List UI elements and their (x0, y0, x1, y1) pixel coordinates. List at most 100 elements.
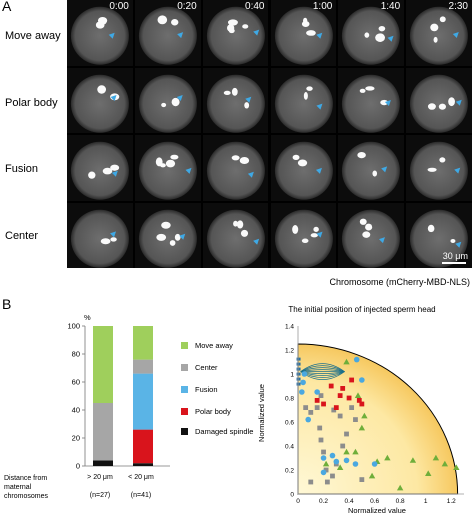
x-tick-label: 0.6 (370, 498, 379, 505)
scatter-title: The initial position of injected sperm h… (288, 305, 436, 314)
scatter-background (296, 343, 459, 495)
arrowhead-icon (252, 29, 259, 36)
scatter-point (340, 386, 346, 391)
scatter-point (361, 412, 368, 419)
micrograph (406, 67, 472, 133)
micrograph-cell (338, 67, 405, 133)
panel-letter-b: B (2, 296, 12, 312)
scatter-point (299, 389, 305, 395)
micrograph (338, 0, 405, 66)
category-label: > 20 μm (87, 474, 113, 481)
x-title-line: Distance from (4, 475, 48, 482)
micrograph-cell (338, 135, 405, 201)
micrograph-cell (270, 67, 337, 133)
arrowhead-icon (385, 99, 392, 106)
n-label: (n=41) (130, 492, 152, 499)
micrograph-cell (134, 0, 201, 66)
scatter-point (346, 395, 352, 401)
scatter-point (330, 473, 335, 479)
x-tick-label: 1 (424, 498, 428, 505)
micrograph (67, 202, 133, 268)
row-label-fusion: Fusion (5, 163, 39, 175)
scatter-point (344, 431, 349, 437)
arrowhead-icon (179, 233, 186, 240)
x-tick-label: 0.8 (396, 498, 405, 505)
legend-swatch (181, 364, 188, 371)
scatter-point (305, 416, 312, 423)
bar-segment (133, 429, 153, 464)
scatter-point (322, 460, 330, 467)
arrowhead-icon (316, 231, 323, 238)
scatter-point (441, 460, 449, 467)
y-tick-label: 1.4 (285, 324, 294, 331)
arrowhead-icon (315, 103, 322, 110)
row-label-polar-body: Polar body (5, 97, 58, 109)
time-label: 1:40 (380, 1, 401, 12)
x-tick-label: 1.2 (447, 498, 456, 505)
bar-segment (93, 403, 113, 461)
micrograph-cell (270, 135, 337, 201)
arrowhead-icon (110, 94, 117, 101)
micrograph-cell (67, 0, 133, 66)
legend-swatch (181, 408, 188, 415)
scatter-point (343, 457, 350, 464)
scatter-point (331, 407, 337, 413)
scatter-point (321, 449, 326, 455)
arrowhead-icon (108, 32, 115, 39)
arrowhead-icon (244, 96, 251, 103)
bar-segment (133, 373, 153, 430)
micrograph-cell (134, 67, 201, 133)
scatter-point (352, 448, 359, 455)
scatter-point (336, 464, 344, 470)
scatter-point (314, 389, 320, 395)
n-label: (n=27) (89, 492, 111, 499)
x-title-line: maternal (4, 484, 32, 491)
micrograph (67, 67, 133, 133)
micrograph (270, 135, 337, 201)
bar-segment (133, 463, 153, 466)
arrowhead-icon (452, 32, 459, 39)
bar-series (93, 326, 153, 466)
scatter-point (409, 457, 417, 463)
spindle-icon (296, 357, 345, 386)
scatter-point (453, 464, 460, 470)
time-label: 0:20 (177, 1, 197, 12)
scatter-point (340, 443, 346, 449)
scatter-point (324, 479, 330, 485)
y-tick-label: 0.4 (285, 444, 294, 451)
scatter-point (353, 417, 358, 422)
scatter-point (318, 437, 324, 443)
y-tick-label: 100 (67, 322, 80, 331)
scatter-point (384, 454, 391, 461)
row-label-move-away: Move away (5, 30, 61, 42)
micrograph-cell (406, 202, 472, 268)
scatter-point (318, 393, 324, 398)
arrowhead-icon (379, 236, 386, 243)
arrowhead-icon (252, 238, 259, 245)
scatter-point (337, 393, 343, 398)
scatter-point (354, 392, 362, 398)
bar-segment (133, 326, 153, 360)
micrograph (202, 135, 269, 201)
bar-segment (93, 460, 113, 466)
micrograph (134, 202, 201, 268)
micrograph-cell (270, 0, 337, 66)
y-tick-label: 40 (72, 406, 80, 415)
scatter-point (317, 425, 323, 431)
panel-letter-a: A (2, 0, 12, 14)
y-tick-label: 0.8 (285, 396, 294, 403)
scatter-point (356, 398, 362, 403)
micrograph (270, 0, 337, 66)
scatter-point (301, 371, 308, 377)
arrowhead-icon (110, 230, 117, 237)
x-tick-label: 0.4 (345, 498, 354, 505)
scatter-point (308, 410, 314, 415)
micrograph (406, 202, 472, 268)
micrograph-cell (338, 0, 405, 66)
scatter-point (343, 358, 350, 365)
micrograph-cell (270, 202, 337, 268)
scatter-point (328, 383, 334, 389)
y-tick-label: 80 (72, 350, 80, 359)
micrograph-cell (67, 202, 133, 268)
